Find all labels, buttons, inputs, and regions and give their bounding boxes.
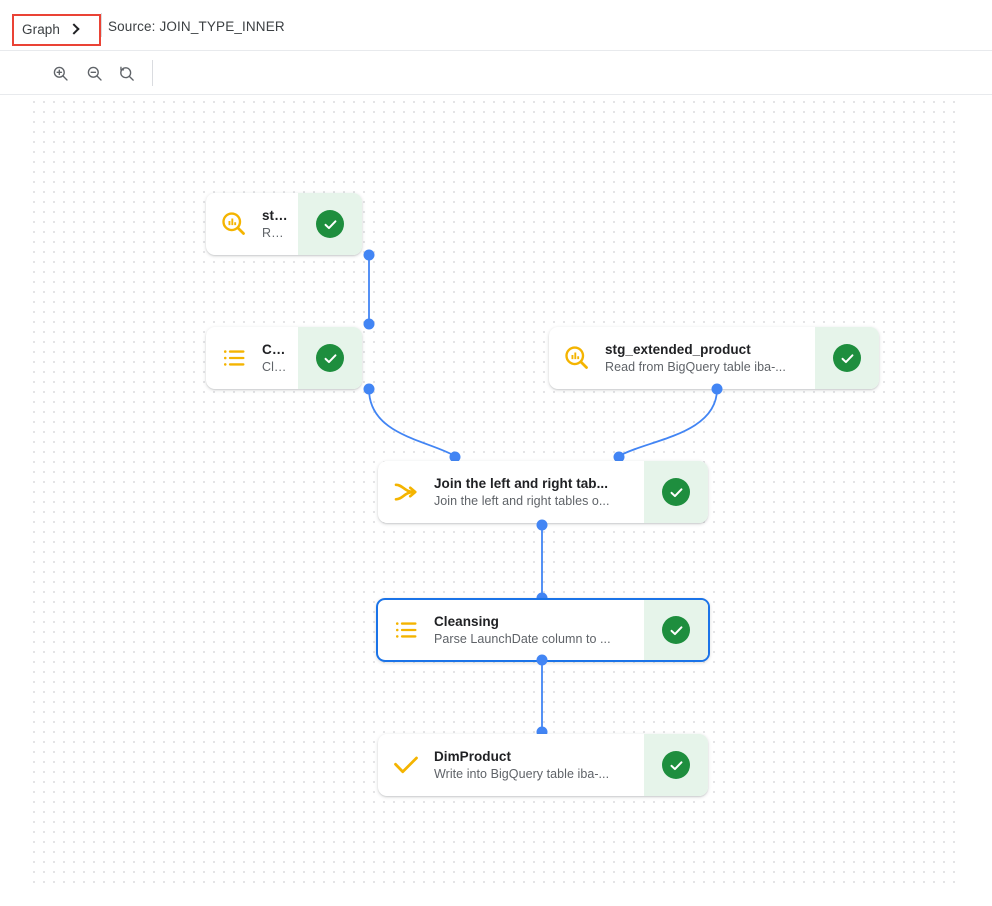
status-badge [298,327,362,389]
graph-node-cleansing-2[interactable]: Cleansing Parse LaunchDate column to ... [376,598,710,662]
canvas-toolbar [0,51,992,95]
node-title: DimProduct [434,748,512,764]
success-check-icon [662,478,690,506]
node-title: Cleansing [434,613,499,629]
zoom-reset-icon[interactable] [112,59,140,87]
status-badge [644,734,708,796]
toolbar-divider [152,60,153,86]
status-badge [298,193,362,255]
node-port-output[interactable] [363,383,375,395]
breadcrumb[interactable]: Graph [14,18,88,40]
header-bar: Graph Source: JOIN_TYPE_INNER [0,0,992,51]
node-port-input[interactable] [363,318,375,330]
edge-cleansing-to-join [368,388,456,457]
success-check-icon [316,344,344,372]
join-merge-icon [378,461,434,523]
node-subtitle: Cleanse the Price, Product, an... [262,359,288,374]
status-badge [815,327,879,389]
status-badge [644,600,708,660]
node-port-input-right[interactable] [613,451,625,463]
node-port-input[interactable] [536,726,548,738]
node-subtitle: Parse LaunchDate column to ... [434,631,611,646]
success-check-icon [662,616,690,644]
node-text-block: DimProduct Write into BigQuery table iba… [434,734,644,796]
status-badge [644,461,708,523]
bigquery-read-icon [549,327,605,389]
edge-stg-extended-to-join [618,388,718,457]
node-text-block: Cleansing Cleanse the Price, Product, an… [262,327,298,389]
cleansing-list-icon [206,327,262,389]
node-text-block: Cleansing Parse LaunchDate column to ... [434,600,644,660]
success-check-icon [662,751,690,779]
breadcrumb-divider [101,13,102,37]
node-subtitle: Read from BigQuery table iba-... [605,359,786,374]
node-text-block: Join the left and right tab... Join the … [434,461,644,523]
node-port-input-left[interactable] [449,451,461,463]
success-check-icon [316,210,344,238]
node-subtitle: Write into BigQuery table iba-... [434,766,610,781]
node-subtitle: Join the left and right tables o... [434,493,610,508]
node-title: Join the left and right tab... [434,475,609,491]
zoom-out-icon[interactable] [80,59,108,87]
graph-node-stg-extended-product[interactable]: stg_extended_product Read from BigQuery … [549,327,879,389]
cleansing-list-icon [378,600,434,660]
node-title: Cleansing [262,341,288,357]
graph-node-stg-product[interactable]: stg_product Read from BigQuery table iba… [206,193,362,255]
breadcrumb-item-graph[interactable]: Graph [22,21,61,37]
bigquery-write-icon [378,734,434,796]
graph-node-cleansing-1[interactable]: Cleansing Cleanse the Price, Product, an… [206,327,362,389]
graph-node-join[interactable]: Join the left and right tab... Join the … [378,461,708,523]
node-port-output[interactable] [536,519,548,531]
node-port-output[interactable] [536,654,548,666]
success-check-icon [833,344,861,372]
graph-node-dimproduct[interactable]: DimProduct Write into BigQuery table iba… [378,734,708,796]
chevron-right-icon[interactable] [69,24,80,35]
node-text-block: stg_extended_product Read from BigQuery … [605,327,815,389]
graph-canvas[interactable]: stg_product Read from BigQuery table iba… [27,95,955,888]
node-port-output[interactable] [711,383,723,395]
source-label: Source: JOIN_TYPE_INNER [108,19,285,34]
node-title: stg_extended_product [605,341,751,357]
node-subtitle: Read from BigQuery table iba-... [262,225,288,240]
node-port-output[interactable] [363,249,375,261]
node-title: stg_product [262,207,288,223]
bigquery-read-icon [206,193,262,255]
zoom-in-icon[interactable] [46,59,74,87]
node-text-block: stg_product Read from BigQuery table iba… [262,193,298,255]
